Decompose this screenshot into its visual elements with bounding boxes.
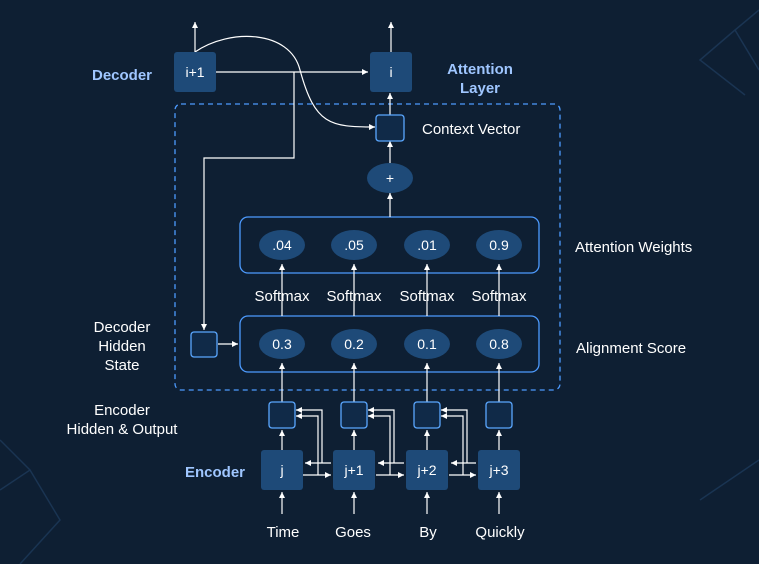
sum-node-label: + xyxy=(386,170,394,186)
encoder-hidden-node xyxy=(485,401,513,429)
decoder-node-label: i+1 xyxy=(185,64,204,80)
encoder-hidden-output-label-line2: Hidden & Output xyxy=(67,421,179,438)
decoder-label: Decoder xyxy=(92,67,152,84)
encoder-hidden-node xyxy=(268,401,296,429)
attention-output-node: i xyxy=(370,52,412,92)
decoder-hidden-state-label-line2: Hidden xyxy=(98,338,146,355)
encoder-node: j+2 xyxy=(406,450,448,490)
input-word: Goes xyxy=(335,524,371,541)
context-vector-label: Context Vector xyxy=(422,121,520,138)
alignment-score-value: 0.8 xyxy=(489,336,509,352)
input-word: Time xyxy=(267,524,300,541)
encoder-hidden-output-label-line1: Encoder xyxy=(94,402,150,419)
encoder-node-label: j+3 xyxy=(488,462,508,478)
attention-weight-node: .05 xyxy=(331,230,377,260)
attention-weight-node: 0.9 xyxy=(476,230,522,260)
attention-weight-value: .04 xyxy=(272,237,292,253)
attention-weight-value: .01 xyxy=(417,237,437,253)
alignment-score-group xyxy=(239,315,540,373)
attention-layer-label-line1: Attention xyxy=(447,61,513,78)
attention-weights-label: Attention Weights xyxy=(575,239,692,256)
alignment-score-value: 0.3 xyxy=(272,336,292,352)
decoder-hidden-state-label-line1: Decoder xyxy=(94,319,151,336)
attention-output-node-label: i xyxy=(389,64,392,80)
attention-weight-node: .01 xyxy=(404,230,450,260)
encoder-hidden-node xyxy=(340,401,368,429)
attention-weight-value: .05 xyxy=(344,237,364,253)
softmax-label: Softmax xyxy=(471,288,527,305)
alignment-score-node: 0.8 xyxy=(476,329,522,359)
input-word: Quickly xyxy=(475,524,525,541)
input-word: By xyxy=(419,524,437,541)
encoder-node: j xyxy=(261,450,303,490)
encoder-hidden-node xyxy=(413,401,441,429)
attention-layer-label-line2: Layer xyxy=(460,80,500,97)
context-vector-node xyxy=(375,114,405,142)
alignment-score-node: 0.3 xyxy=(259,329,305,359)
decoder-hidden-state-node xyxy=(190,331,218,358)
softmax-label: Softmax xyxy=(399,288,455,305)
alignment-score-value: 0.2 xyxy=(344,336,364,352)
attention-weight-node: .04 xyxy=(259,230,305,260)
alignment-score-label: Alignment Score xyxy=(576,340,686,357)
attention-weight-value: 0.9 xyxy=(489,237,509,253)
softmax-label: Softmax xyxy=(326,288,382,305)
decoder-hidden-state-label-line3: State xyxy=(104,357,139,374)
encoder-node-label: j xyxy=(279,462,283,478)
encoder-node-label: j+2 xyxy=(416,462,436,478)
decoder-node: i+1 xyxy=(174,52,216,92)
encoder-node: j+1 xyxy=(333,450,375,490)
encoder-node: j+3 xyxy=(478,450,520,490)
background-decoration xyxy=(0,9,759,564)
encoder-node-label: j+1 xyxy=(343,462,363,478)
softmax-label: Softmax xyxy=(254,288,310,305)
alignment-score-node: 0.1 xyxy=(404,329,450,359)
encoder-label: Encoder xyxy=(185,464,245,481)
alignment-score-node: 0.2 xyxy=(331,329,377,359)
connections xyxy=(192,22,502,514)
sum-node: + xyxy=(367,163,413,193)
alignment-score-value: 0.1 xyxy=(417,336,437,352)
